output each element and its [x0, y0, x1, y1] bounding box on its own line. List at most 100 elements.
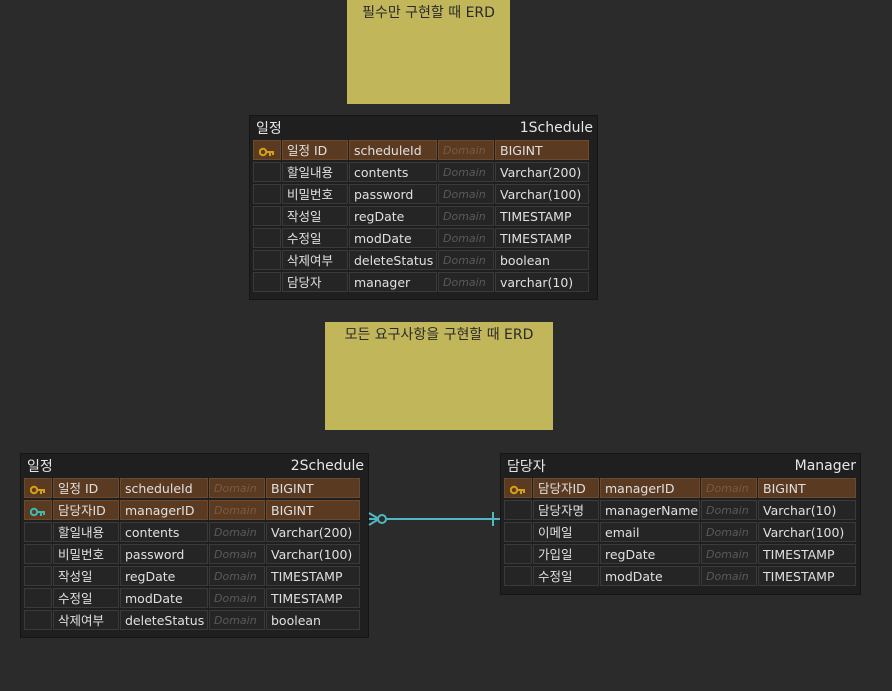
attribute-domain: Domain [438, 250, 494, 270]
attribute-physical-name: regDate [600, 544, 700, 564]
attribute-logical-name: 담당자ID [533, 478, 599, 498]
attribute-data-type: boolean [266, 610, 360, 630]
attribute-physical-name: manager [349, 272, 437, 292]
attribute-logical-name: 담당자 [282, 272, 348, 292]
key-cell-empty [253, 272, 281, 292]
attribute-physical-name: scheduleId [120, 478, 208, 498]
attribute-logical-name: 할일내용 [282, 162, 348, 182]
key-cell-empty [253, 228, 281, 248]
attribute-domain: Domain [209, 522, 265, 542]
attribute-physical-name: contents [349, 162, 437, 182]
attribute-physical-name: deleteStatus [120, 610, 208, 630]
primary-key-icon [24, 478, 52, 498]
attribute-logical-name: 수정일 [282, 228, 348, 248]
attribute-physical-name: contents [120, 522, 208, 542]
attribute-logical-name: 가입일 [533, 544, 599, 564]
attribute-logical-name: 일정 ID [282, 140, 348, 160]
primary-key-icon [253, 140, 281, 160]
attribute-domain: Domain [701, 478, 757, 498]
attribute-domain: Domain [701, 544, 757, 564]
note-text: 필수만 구현할 때 ERD [362, 5, 495, 21]
attribute-logical-name: 담당자명 [533, 500, 599, 520]
entity-physical-name: Manager [794, 458, 856, 474]
attribute-logical-name: 삭제여부 [282, 250, 348, 270]
attribute-data-type: boolean [495, 250, 589, 270]
attribute-physical-name: password [349, 184, 437, 204]
key-cell-empty [253, 184, 281, 204]
attribute-domain: Domain [209, 500, 265, 520]
attribute-data-type: Varchar(10) [758, 500, 856, 520]
attribute-logical-name: 수정일 [53, 588, 119, 608]
key-cell-empty [504, 566, 532, 586]
attribute-domain: Domain [209, 478, 265, 498]
attribute-physical-name: managerID [600, 478, 700, 498]
key-cell-empty [253, 250, 281, 270]
attribute-domain: Domain [438, 184, 494, 204]
attribute-data-type: BIGINT [758, 478, 856, 498]
foreign-key-icon [24, 500, 52, 520]
attribute-data-type: TIMESTAMP [495, 206, 589, 226]
attribute-data-type: TIMESTAMP [266, 588, 360, 608]
key-cell-empty [504, 500, 532, 520]
key-cell-empty [253, 162, 281, 182]
relationship-line[interactable] [365, 508, 505, 530]
key-cell-empty [504, 544, 532, 564]
attribute-logical-name: 수정일 [533, 566, 599, 586]
attribute-data-type: TIMESTAMP [495, 228, 589, 248]
attribute-data-type: varchar(10) [495, 272, 589, 292]
attribute-logical-name: 작성일 [53, 566, 119, 586]
attribute-domain: Domain [209, 610, 265, 630]
attribute-logical-name: 일정 ID [53, 478, 119, 498]
attribute-domain: Domain [438, 140, 494, 160]
entity-header[interactable]: 담당자 Manager [501, 454, 860, 478]
attribute-logical-name: 비밀번호 [282, 184, 348, 204]
attribute-logical-name: 할일내용 [53, 522, 119, 542]
key-cell-empty [253, 206, 281, 226]
key-cell-empty [24, 544, 52, 564]
entity-logical-name: 담당자 [507, 459, 546, 475]
attribute-data-type: Varchar(200) [266, 522, 360, 542]
attribute-domain: Domain [701, 522, 757, 542]
attribute-data-type: Varchar(100) [266, 544, 360, 564]
attribute-data-type: TIMESTAMP [758, 544, 856, 564]
attribute-data-type: BIGINT [266, 478, 360, 498]
attribute-logical-name: 이메일 [533, 522, 599, 542]
attribute-domain: Domain [438, 206, 494, 226]
attribute-data-type: BIGINT [266, 500, 360, 520]
attribute-physical-name: managerName [600, 500, 700, 520]
key-cell-empty [24, 566, 52, 586]
entity-logical-name: 일정 [256, 121, 282, 137]
attribute-domain: Domain [438, 228, 494, 248]
primary-key-icon [504, 478, 532, 498]
attribute-logical-name: 작성일 [282, 206, 348, 226]
attribute-logical-name: 담당자ID [53, 500, 119, 520]
attribute-physical-name: modDate [120, 588, 208, 608]
key-cell-empty [504, 522, 532, 542]
attribute-domain: Domain [701, 566, 757, 586]
key-cell-empty [24, 588, 52, 608]
